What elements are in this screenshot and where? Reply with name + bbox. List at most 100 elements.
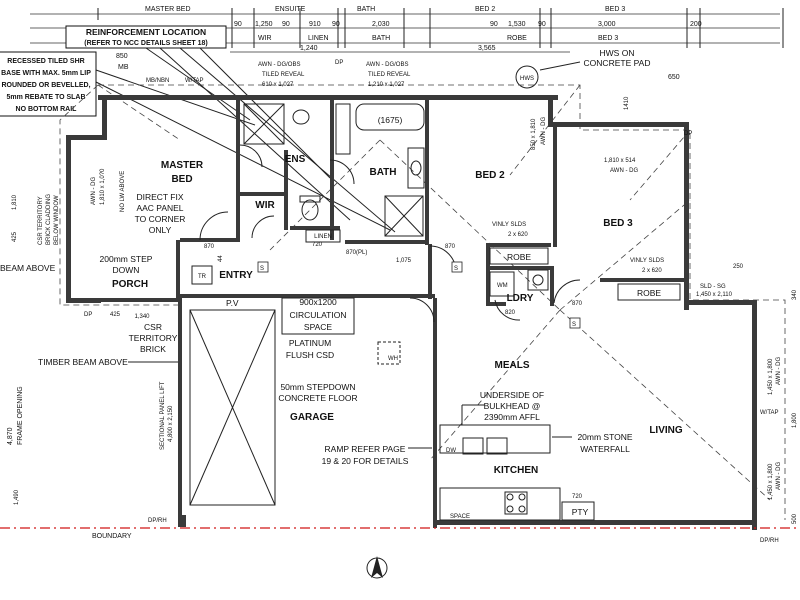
garage-note-line1: 50mm STEPDOWN: [280, 382, 355, 392]
porch-note-line1: 200mm STEP: [100, 254, 153, 264]
reinforcement-callout-line2: (REFER TO NCC DETAILS SHEET 18): [84, 40, 207, 47]
window-bath-type: AWN - DG/OBS: [366, 62, 408, 68]
circulation-note-line2: CIRCULATION: [290, 310, 347, 320]
bulkhead-note-line3: 2390mm AFFL: [484, 412, 540, 422]
dim-90-c: 90: [332, 21, 340, 28]
window-right1-size: 1,450 x 1,800: [768, 358, 774, 395]
window-bed3-size: 1,810 x 514: [604, 158, 636, 164]
room-porch: PORCH: [112, 279, 148, 290]
bulkhead-note-line1: UNDERSIDE OF: [480, 390, 544, 400]
dim-90-e: 90: [538, 21, 546, 28]
linen-label: LINEN: [314, 234, 332, 240]
window-right1-type: AWN - DG: [776, 357, 782, 385]
hws-note-line1: HWS ON: [600, 48, 635, 58]
dim-250: 250: [733, 264, 744, 270]
bed3-sld-type: VINLY SLDS: [630, 258, 664, 264]
dim-200: 200: [690, 21, 702, 28]
room-garage: GARAGE: [290, 412, 334, 423]
wtap-right: W/TAP: [760, 410, 779, 416]
bed2-sld-size: 2 x 620: [508, 232, 528, 238]
dim-425-left: 425: [12, 231, 18, 242]
room-kitchen: KITCHEN: [494, 465, 538, 476]
window-bath-reveal: TILED REVEAL: [368, 72, 411, 78]
dim-2030: 2,030: [372, 21, 390, 28]
dim-425-porch: 425: [110, 312, 121, 318]
dim-650: 650: [668, 74, 680, 81]
master-note-line4: ONLY: [149, 225, 172, 235]
csr-porch-line2: CSR: [144, 322, 162, 332]
sectional-lift-size: 4,800 x 2,150: [168, 405, 174, 442]
window-ens-size: 610 x 1,027: [262, 82, 294, 88]
dim-3565: 3,565: [478, 45, 496, 52]
robe-bed3: ROBE: [637, 288, 661, 298]
dim-label-bed3b: BED 3: [598, 35, 618, 42]
smoke-detectors: [257, 261, 581, 329]
dim-1810-left: 1,810: [12, 194, 18, 210]
recessed-callout-line3: ROUNDED OR BEVELLED,: [1, 82, 90, 89]
window-ens-type: AWN - DG/OBS: [258, 62, 300, 68]
roof-outline: [59, 84, 786, 520]
dim-90-a: 90: [234, 21, 242, 28]
recessed-callout-line5: NO BOTTOM RAIL: [16, 106, 78, 113]
dim-1490-left: 1,490: [14, 489, 20, 505]
dim-720-pty: 720: [572, 494, 583, 500]
master-note-line1: DIRECT FIX: [136, 192, 183, 202]
robe-bed2: ROBE: [507, 252, 531, 262]
frame-opening-label: FRAME OPENING: [17, 386, 24, 445]
csr-porch-line1: 1,340: [134, 314, 150, 320]
dp-rh-right: DP/RH: [760, 538, 779, 544]
bed2-sld-type: VINLY SLDS: [492, 222, 526, 228]
dim-820-ldry: 820: [505, 310, 516, 316]
tr-label: TR: [198, 274, 207, 280]
dim-label-master-bed: MASTER BED: [145, 6, 191, 13]
mb-label: MB: [118, 64, 129, 71]
room-master-bed-line2: BED: [171, 174, 192, 185]
window-bed2-type: AWN - DG: [541, 117, 547, 145]
dim-850: 850: [116, 53, 128, 60]
room-master-bed-line1: MASTER: [161, 160, 204, 171]
csr-wall-line2: BRICK CLADDING: [46, 194, 52, 245]
sld-right-size: 1,450 x 2,110: [696, 292, 733, 298]
dim-label-bath2: BATH: [372, 35, 390, 42]
room-meals: MEALS: [495, 360, 530, 371]
dim-label-ensuite: ENSUITE: [275, 6, 306, 13]
room-ldry: LDRY: [507, 293, 534, 304]
dim-1800-right: 1,800: [792, 412, 798, 428]
csr-wall-line1: CSR TERRITORY: [38, 196, 44, 245]
ramp-note-line1: RAMP REFER PAGE: [325, 444, 406, 454]
window-right2-size: 1,450 x 1,800: [768, 463, 774, 500]
hws-symbol: [515, 65, 539, 89]
no-lw-above: NO LW ABOVE: [120, 171, 126, 212]
platinum-note-line1: PLATINUM: [289, 338, 331, 348]
dp-top: DP: [335, 60, 343, 66]
smoke-2: S: [454, 266, 458, 272]
dim-910: 910: [309, 21, 321, 28]
dim-3000: 3,000: [598, 21, 616, 28]
dim-label-linen: LINEN: [308, 35, 329, 42]
hws-note-line2: CONCRETE PAD: [584, 58, 651, 68]
dim-500-right: 500: [792, 513, 798, 524]
dim-label-robe: ROBE: [507, 35, 527, 42]
dim-870pl: 870(PL): [346, 250, 367, 256]
master-note-line2: AAC PANEL: [136, 203, 183, 213]
dim-340-right: 340: [792, 289, 798, 300]
mb-nbn-label: MB/NBN: [146, 78, 169, 84]
dim-1075: 1,075: [396, 258, 412, 264]
dim-label-bed2: BED 2: [475, 6, 495, 13]
room-ens: ENS: [285, 154, 306, 165]
dim-label-wir: WIR: [258, 35, 272, 42]
dim-720-linen: 720: [312, 242, 323, 248]
dim-90-d: 90: [490, 21, 498, 28]
dim-870-ldry: 870: [572, 301, 583, 307]
recessed-callout-line2: BASE WITH MAX. 5mm LIP: [1, 70, 91, 77]
dim-44: 44: [218, 255, 224, 262]
timber-beam-note: TIMBER BEAM ABOVE: [38, 357, 128, 367]
dp-porch: DP: [84, 312, 92, 318]
sld-right-type: SLD - SG: [700, 284, 726, 290]
smoke-3: S: [572, 322, 576, 328]
window-right2-type: AWN - DG: [776, 462, 782, 490]
walls: [66, 95, 757, 530]
circulation-note-line3: SPACE: [304, 322, 333, 332]
room-bath: BATH: [369, 167, 396, 178]
